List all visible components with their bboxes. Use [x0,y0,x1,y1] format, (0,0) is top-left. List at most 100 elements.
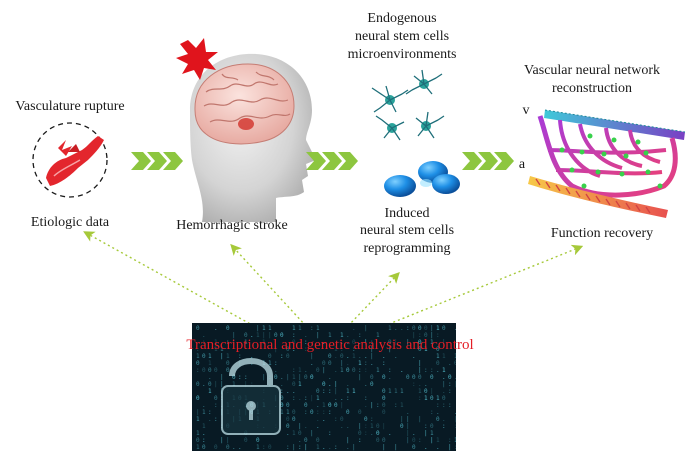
matrix-glyph: 1 [292,325,296,332]
matrix-glyph: | [352,444,356,451]
matrix-glyph: | [196,409,200,416]
matrix-glyph: . [340,395,344,402]
matrix-glyph: | [304,444,308,451]
matrix-glyph: : [304,339,308,346]
matrix-glyph: 0 [412,437,416,444]
progress-arrows-1 [131,152,183,170]
matrix-glyph: : [364,423,368,430]
matrix-glyph: 0 [424,388,428,395]
matrix-glyph: . [280,374,284,381]
matrix-glyph: 0 [436,346,440,353]
matrix-glyph: 0 [280,332,284,339]
matrix-glyph: : [340,346,344,353]
matrix-glyph: . [406,409,410,416]
matrix-glyph: : [370,339,374,346]
matrix-glyph: : [454,423,458,430]
matrix-glyph: : [352,346,356,353]
matrix-glyph: : [334,416,338,423]
matrix-glyph: . [346,339,350,346]
panel-caption: Transcriptional and genetic analysis and… [186,337,474,353]
brain-head-icon [190,53,316,223]
matrix-glyph: : [208,409,212,416]
neuron-icon [371,69,445,141]
matrix-glyph: 0 [328,360,332,367]
matrix-glyph: | [382,444,386,451]
endogenous-label-line1: Endogenous [367,11,437,26]
explosion-icon [176,38,218,80]
matrix-glyph: 0 [328,353,332,360]
matrix-glyph: : [310,325,314,332]
matrix-glyph: . [454,374,458,381]
matrix-glyph: | [430,388,434,395]
matrix-glyph: | [358,374,362,381]
matrix-glyph: 1 [352,353,356,360]
genetic-analysis-panel: 0.10:00|1101.:00..11.:0110.01:..110|0::0… [192,323,458,451]
matrix-glyph: : [280,388,284,395]
matrix-glyph: . [388,430,392,437]
matrix-glyph: . [202,381,206,388]
matrix-glyph: 0 [316,388,320,395]
lock-icon [221,358,281,435]
matrix-glyph: 1 [400,402,404,409]
matrix-glyph: : [364,360,368,367]
ruptured-vessel-icon [32,122,108,198]
matrix-glyph: : [238,374,242,381]
matrix-glyph: 1 [370,423,374,430]
matrix-glyph: 1 [340,332,344,339]
matrix-glyph: : [442,402,446,409]
matrix-glyph: 0 [382,388,386,395]
matrix-glyph: 0 [430,423,434,430]
matrix-glyph: . [214,325,218,332]
matrix-glyph: 0 [442,395,446,402]
matrix-glyph: : [316,409,320,416]
matrix-glyph: 0 [292,381,296,388]
matrix-glyph: 0 [448,374,452,381]
matrix-glyph: | [346,437,350,444]
matrix-glyph: 1 [292,430,296,437]
matrix-glyph: . [412,353,416,360]
function-recovery-label: Function recovery [550,226,654,241]
matrix-glyph: 0 [196,381,200,388]
matrix-glyph: 0 [214,367,218,374]
matrix-glyph: 0 [430,395,434,402]
matrix-glyph: : [364,395,368,402]
matrix-glyph: | [244,381,248,388]
matrix-glyph: 0 [280,395,284,402]
matrix-glyph: 0 [196,360,200,367]
matrix-glyph: | [418,360,422,367]
matrix-glyph: | [406,416,410,423]
matrix-glyph: 0 [454,360,458,367]
matrix-glyph: 0 [424,332,428,339]
matrix-glyph: 0 [268,353,272,360]
matrix-glyph: 0 [418,325,422,332]
matrix-glyph: | [316,332,320,339]
matrix-glyph: 0 [310,374,314,381]
matrix-glyph: 0 [292,339,296,346]
matrix-glyph: . [238,444,242,451]
matrix-glyph: 0 [328,402,332,409]
matrix-glyph: . [208,416,212,423]
matrix-glyph: | [292,444,296,451]
matrix-glyph: | [220,437,224,444]
matrix-glyph: | [364,325,368,332]
matrix-glyph: 0 [304,402,308,409]
matrix-glyph: : [346,395,350,402]
matrix-glyph: 1 [196,430,200,437]
matrix-glyph: 1 [280,409,284,416]
matrix-glyph: 0 [214,444,218,451]
matrix-glyph: . [346,360,350,367]
matrix-glyph: . [346,423,350,430]
matrix-glyph: 0 [274,374,278,381]
matrix-glyph: 0 [274,332,278,339]
matrix-glyph: | [298,374,302,381]
matrix-glyph: . [292,388,296,395]
matrix-glyph: . [328,381,332,388]
matrix-glyph: : [430,409,434,416]
matrix-glyph: 1 [298,367,302,374]
matrix-glyph: . [304,423,308,430]
matrix-glyph: : [418,395,422,402]
matrix-glyph: : [364,430,368,437]
matrix-glyph: 0 [412,444,416,451]
matrix-glyph: : [238,353,242,360]
matrix-glyph: | [412,332,416,339]
